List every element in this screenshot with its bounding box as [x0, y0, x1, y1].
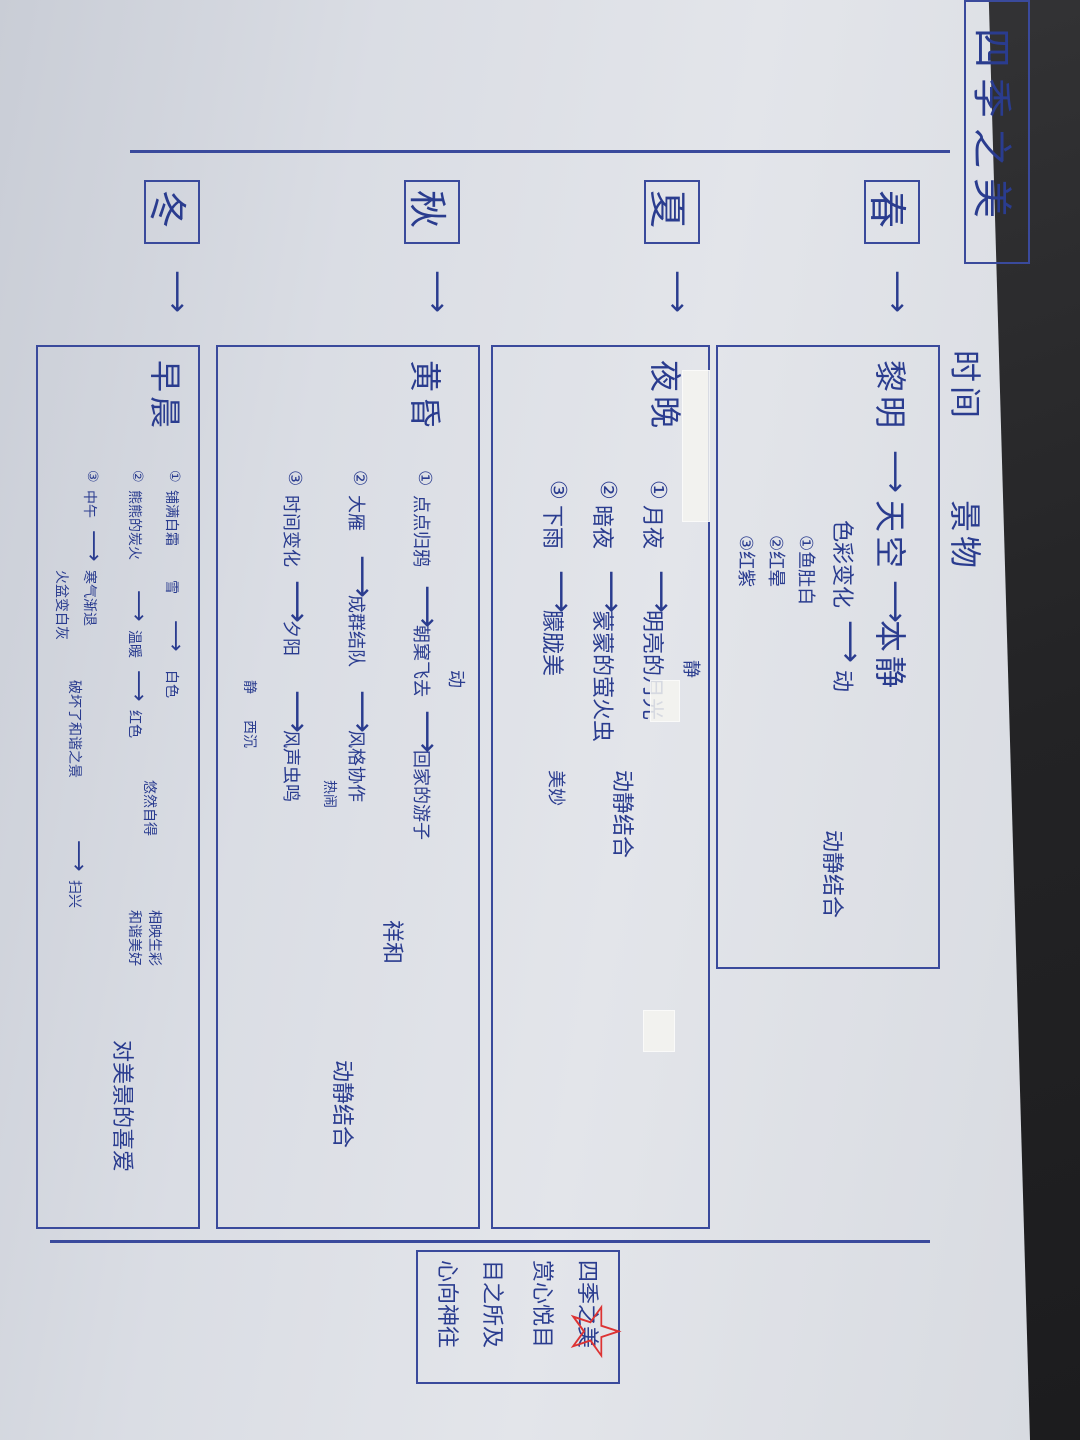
winter-arrow-3: ⟶ [81, 530, 106, 562]
winter-item-3-e: 扫兴 [66, 880, 82, 908]
summer-arrow-2: ⟶ [594, 570, 629, 614]
spring-note-2: ②红晕 [765, 535, 786, 588]
winter-extra-3: 和谐美好 [126, 910, 142, 966]
winter-extra-1: 悠然自得 [141, 780, 157, 836]
autumn-arrow-2: ⟶ [345, 555, 380, 599]
conclusion-line-4: 心向神往 [434, 1260, 459, 1349]
summer-arrow-1: ⟶ [644, 570, 679, 614]
spring-arrow-4: ⟶ [833, 620, 868, 664]
winter-item-2-c: 红色 [126, 710, 142, 738]
spring-move: 动 [829, 670, 854, 693]
autumn-item-1-a: 点点归鸦 [410, 495, 431, 567]
winter-summary: 对美景的喜爱 [109, 1040, 134, 1173]
winter-item-1-b: 雪 [163, 580, 179, 594]
summer-item-2-b: 蒙蒙的萤火虫 [589, 610, 614, 743]
autumn-extra-3: 热闹 [321, 780, 337, 808]
summer-summary: 动静结合 [609, 770, 634, 859]
autumn-item-2-a: 大雁 [345, 495, 366, 531]
tape-piece [682, 370, 710, 522]
autumn-arrow-1b: ⟶ [410, 710, 445, 754]
winter-item-3-a: 中午 [81, 490, 97, 518]
autumn-item-2-c: 风格协作 [345, 730, 366, 802]
autumn-arrow-1: ⟶ [410, 585, 445, 629]
winter-extra-2: 相映生彩 [146, 910, 162, 966]
conclusion-line-3: 目之所及 [479, 1260, 504, 1349]
spring-time: 黎明 [871, 360, 909, 433]
winter-arrow-3b: ⟶ [66, 840, 91, 872]
autumn-item-3-a: 时间变化 [280, 495, 301, 567]
winter-arrow-1: ⟶ [163, 620, 188, 652]
paper-sheet [0, 0, 1030, 1440]
tape-piece [650, 680, 680, 722]
winter-item-3-b: 寒气渐退 [81, 570, 97, 626]
spring-arrow: ⟶ [880, 270, 915, 314]
summer-result: 美妙 [545, 770, 566, 806]
autumn-item-1-c: 回家的游子 [410, 750, 431, 840]
autumn-arrow-3b: ⟶ [280, 690, 315, 734]
red-star-icon: ☆ [554, 1300, 636, 1363]
summer-item-2-num: ② [595, 480, 620, 500]
autumn-item-2-num: ② [349, 470, 370, 487]
autumn-arrow-3: ⟶ [280, 580, 315, 624]
conclusion-brace [50, 1240, 930, 1243]
summer-item-3-b: 朦胧美 [539, 610, 564, 677]
winter-item-2-num: ② [129, 470, 145, 483]
spring-summary: 动静结合 [819, 830, 844, 919]
autumn-extra-1: 静 [241, 680, 257, 694]
autumn-summary: 动静结合 [329, 1060, 354, 1149]
winter-arrow-2: ⟶ [126, 590, 151, 622]
spring-note-3: ③红紫 [735, 535, 756, 588]
autumn-label: 秋 [405, 190, 449, 229]
spring-arrow-2: ⟶ [878, 450, 913, 494]
time-header: 时间 [946, 350, 984, 423]
winter-label: 冬 [145, 190, 189, 229]
summer-section [491, 345, 710, 1229]
summer-arrow-3: ⟶ [544, 570, 579, 614]
autumn-item-3-c: 风声虫鸣 [280, 730, 301, 802]
autumn-arrow: ⟶ [420, 270, 455, 314]
winter-time: 早晨 [146, 360, 184, 433]
winter-item-1-num: ① [166, 470, 182, 483]
spring-still: 本静 [871, 620, 909, 693]
autumn-word: 祥和 [379, 920, 404, 965]
autumn-arrow-2b: ⟶ [345, 690, 380, 734]
autumn-item-3-num: ③ [284, 470, 305, 487]
scenery-header: 景物 [946, 500, 984, 573]
autumn-move: 动 [445, 670, 466, 688]
summer-arrow: ⟶ [660, 270, 695, 314]
summer-item-2-a: 暗夜 [589, 505, 614, 550]
winter-arrow-2b: ⟶ [126, 670, 151, 702]
spring-label: 春 [865, 190, 909, 229]
summer-label: 夏 [645, 190, 689, 229]
tape-piece [643, 1010, 675, 1052]
season-brace [130, 150, 950, 153]
autumn-time: 黄昏 [406, 360, 444, 433]
summer-item-3-num: ③ [545, 480, 570, 500]
winter-item-3-num: ③ [84, 470, 100, 483]
summer-still: 静 [680, 660, 701, 678]
winter-arrow: ⟶ [160, 270, 195, 314]
autumn-item-2-b: 成群结队 [345, 595, 366, 667]
autumn-extra-2: 西沉 [241, 720, 257, 748]
winter-item-2-b: 温暖 [126, 630, 142, 658]
mind-map: 四季之美 春 夏 秋 冬 ⟶ ⟶ ⟶ ⟶ 时间 景物 黎明 ⟶ 天空 ⟶ 本静 … [20, 0, 1060, 1390]
winter-item-3-c: 火盆变白灰 [53, 570, 69, 640]
spring-arrow-3: ⟶ [878, 580, 913, 624]
autumn-item-1-num: ① [414, 470, 435, 487]
spring-colors: 色彩变化 [829, 520, 854, 609]
summer-item-1-a: 月夜 [639, 505, 664, 550]
page-title: 四季之美 [968, 28, 1014, 228]
winter-item-1-c: 白色 [163, 670, 179, 698]
spring-note-1: ①鱼肚白 [795, 535, 816, 606]
autumn-item-3-b: 夕阳 [280, 620, 301, 656]
winter-item-3-d: 破坏了和谐之景 [66, 680, 82, 778]
winter-item-1-a: 铺满白霜 [163, 490, 179, 546]
summer-item-1-num: ① [645, 480, 670, 500]
summer-item-3-a: 下雨 [539, 505, 564, 550]
autumn-item-1-b: 朝窠飞去 [410, 625, 431, 697]
winter-item-2-a: 熊熊的炭火 [126, 490, 142, 560]
spring-scenery: 天空 [871, 500, 909, 573]
